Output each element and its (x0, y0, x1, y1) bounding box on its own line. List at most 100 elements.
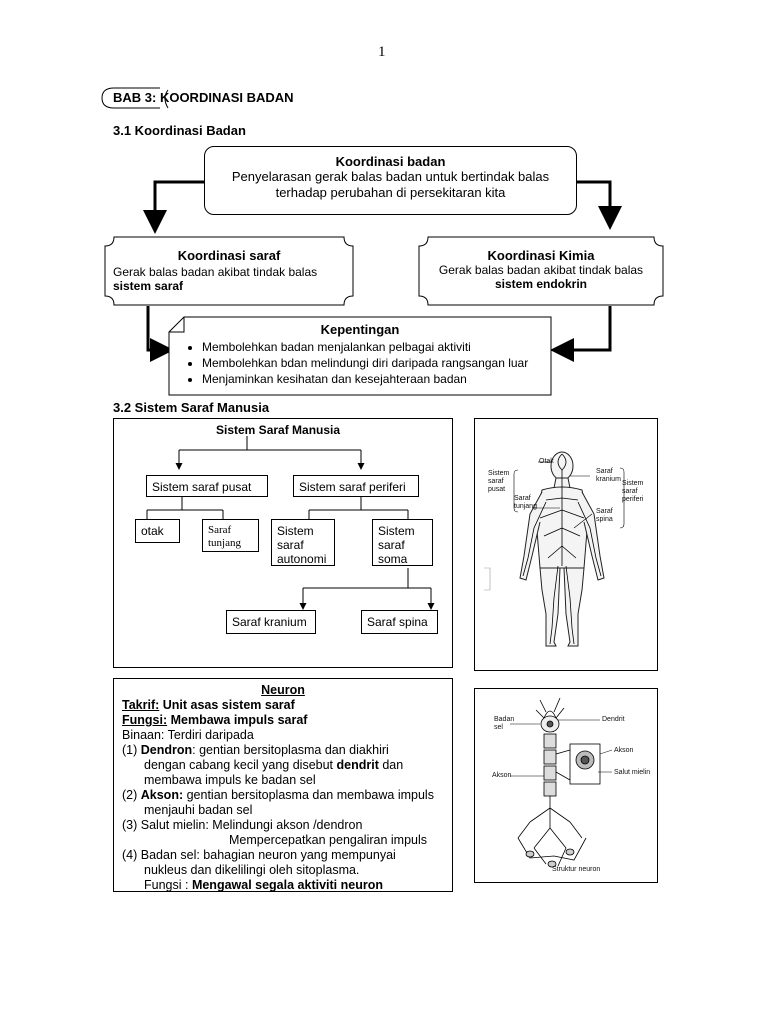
neuron-point-4: (4) Badan sel: bahagian neuron yang memp… (122, 848, 396, 862)
label-saraf-spina-2: spina (596, 516, 613, 523)
kepentingan-list: Membolehkan badan menjalankan pelbagai a… (168, 339, 552, 387)
neuron-point-4-line2: nukleus dan dikelilingi oleh sitoplasma. (144, 863, 360, 877)
kepentingan-box: Kepentingan Membolehkan badan menjalanka… (168, 322, 552, 387)
label-saraf-kranium-2: kranium (596, 476, 621, 483)
koordinasi-kimia-frame (418, 236, 664, 306)
koordinasi-saraf-line1: Gerak balas badan akibat tindak balas (113, 265, 318, 279)
koordinasi-badan-title: Koordinasi badan (335, 154, 446, 169)
label-salut-mielin: Salut mielin (614, 769, 651, 776)
kepentingan-item: Membolehkan bdan melindungi diri daripad… (202, 355, 552, 371)
koordinasi-saraf-line2: sistem saraf (113, 279, 184, 293)
neuron-fungsi: Fungsi: Membawa impuls saraf (122, 713, 444, 728)
tree-root: Sistem Saraf Manusia (216, 423, 341, 437)
point-1-number: (1) (122, 743, 141, 757)
page-number: 1 (378, 44, 386, 60)
sistem-saraf-tree-frame (113, 418, 453, 668)
kepentingan-title: Kepentingan (320, 322, 400, 337)
koordinasi-kimia-line2: sistem endokrin (494, 277, 588, 291)
neuron-point-3: (3) Salut mielin: Melindungi akson /dend… (122, 818, 363, 832)
label-badan-sel-2: sel (494, 724, 503, 731)
kepentingan-item: Menjaminkan kesihatan dan kesejahteraan … (202, 371, 552, 387)
neuron-point-1: (1) Dendron: gentian bersitoplasma dan d… (122, 743, 444, 758)
node-soma-line2: saraf (378, 538, 405, 552)
neuron-point-2: (2) Akson: gentian bersitoplasma dan mem… (122, 788, 444, 803)
label-saraf-tunjang-1: Saraf (514, 495, 531, 502)
node-autonomi-line2: saraf (277, 538, 304, 552)
node-saraf-tunjang-line2: tunjang (208, 537, 241, 549)
node-sistem-saraf-pusat: Sistem saraf pusat (146, 475, 268, 497)
label-sistem-saraf-periferi-1: Sistem (622, 480, 644, 487)
label-sistem-saraf-periferi-2: saraf (622, 488, 638, 495)
akson-term: Akson: (140, 788, 184, 802)
label-otak: Otak (539, 458, 554, 465)
kepentingan-frame (168, 316, 552, 396)
node-sistem-saraf-periferi: Sistem saraf periferi (293, 475, 419, 497)
neuron-diagram-caption: Struktur neuron (552, 866, 601, 873)
neuron-structure-illustration (510, 697, 613, 868)
label-saraf-spina: Saraf spina (596, 508, 613, 524)
section-heading-3-2: 3.2 Sistem Saraf Manusia (113, 400, 270, 415)
tree-lines (146, 436, 435, 610)
node-otak: otak (135, 519, 180, 543)
p4-fungsi-label: Fungsi : (144, 878, 192, 892)
koordinasi-kimia-line1: Gerak balas badan akibat tindak balas (438, 263, 644, 277)
chapter-title-oval (101, 87, 169, 109)
point-2-number: (2) (122, 788, 141, 802)
fungsi-label: Fungsi: (122, 713, 168, 727)
neuron-takrif: Takrif: Unit asas sistem saraf (122, 698, 444, 713)
koordinasi-saraf-text: Gerak balas badan akibat tindak balas si… (113, 265, 317, 293)
takrif-value: Unit asas sistem saraf (159, 698, 295, 712)
koordinasi-badan-box: Koordinasi badan Penyelarasan gerak bala… (204, 146, 577, 215)
dendron-term: Dendron (140, 743, 193, 757)
label-sistem-saraf-periferi-3: periferi (622, 496, 644, 503)
label-badan-sel-1: Badan (494, 716, 515, 723)
node-sistem-saraf-autonomi: Sistem saraf autonomi (271, 519, 335, 566)
node-saraf-tunjang-line1: Saraf (208, 524, 232, 536)
koordinasi-saraf-frame (104, 236, 354, 306)
p4-fungsi-value: Mengawal segala aktiviti neuron (191, 878, 383, 892)
koordinasi-badan-line2: terhadap perubahan di persekitaran kita (275, 185, 506, 200)
node-autonomi-line1: Sistem (277, 524, 314, 538)
takrif-label: Takrif: (122, 698, 160, 712)
label-sistem-saraf-pusat-1: Sistem (488, 470, 510, 477)
koordinasi-badan-line1: Penyelarasan gerak balas badan untuk ber… (231, 169, 550, 184)
node-saraf-tunjang: Saraf tunjang (202, 519, 259, 552)
dendrit-term: dendrit (336, 758, 379, 772)
dendron-line2a: dengan cabang kecil yang disebut (144, 758, 337, 772)
label-sistem-saraf-pusat-3: pusat (488, 486, 506, 493)
neuron-point-2-line2: menjauhi badan sel (144, 803, 253, 817)
node-autonomi-line3: autonomi (277, 552, 327, 566)
fungsi-value: Membawa impuls saraf (167, 713, 308, 727)
node-saraf-kranium: Saraf kranium (226, 610, 316, 634)
label-saraf-tunjang: Saraf tunjang (514, 495, 537, 511)
neuron-point-4-fungsi: Fungsi : Mengawal segala aktiviti neuron (122, 878, 444, 893)
section-heading-3-1: 3.1 Koordinasi Badan (113, 123, 246, 138)
dendron-line2c: dan (378, 758, 404, 772)
label-sistem-saraf-periferi: Sistem saraf periferi (622, 480, 643, 504)
label-akson-left: Akson (492, 772, 512, 779)
dendron-text: : gentian bersitoplasma dan diakhiri (192, 743, 389, 757)
node-sistem-saraf-soma: Sistem saraf soma (372, 519, 433, 566)
node-saraf-spina: Saraf spina (361, 610, 438, 634)
neuron-box: Neuron Takrif: Unit asas sistem saraf Fu… (113, 678, 453, 892)
neuron-point-1-line2: dengan cabang kecil yang disebut dendrit… (122, 758, 444, 773)
neuron-point-1-line3: membawa impuls ke badan sel (144, 773, 316, 787)
neuron-binaan: Binaan: Terdiri daripada (122, 728, 254, 742)
label-sistem-saraf-pusat: Sistem saraf pusat (488, 470, 509, 494)
label-saraf-kranium: Saraf kranium (596, 468, 621, 484)
neuron-point-3-line2: Mempercepatkan pengaliran impuls (229, 833, 428, 847)
kepentingan-item: Membolehkan badan menjalankan pelbagai a… (202, 339, 552, 355)
label-saraf-tunjang-2: tunjang (514, 503, 537, 510)
koordinasi-saraf-box: Koordinasi saraf (104, 248, 354, 263)
label-sistem-saraf-pusat-2: saraf (488, 478, 504, 485)
node-soma-line3: soma (378, 552, 408, 566)
koordinasi-kimia-box: Koordinasi Kimia Gerak balas badan akiba… (418, 248, 664, 291)
label-dendrit: Dendrit (602, 716, 625, 723)
koordinasi-arrows (143, 180, 622, 362)
akson-text: gentian bersitoplasma dan membawa impuls (183, 788, 434, 802)
label-badan-sel: Badan sel (494, 716, 514, 732)
label-saraf-spina-1: Saraf (596, 508, 613, 515)
neuron-title: Neuron (261, 683, 305, 697)
label-saraf-kranium-1: Saraf (596, 468, 613, 475)
koordinasi-saraf-title: Koordinasi saraf (177, 248, 281, 263)
